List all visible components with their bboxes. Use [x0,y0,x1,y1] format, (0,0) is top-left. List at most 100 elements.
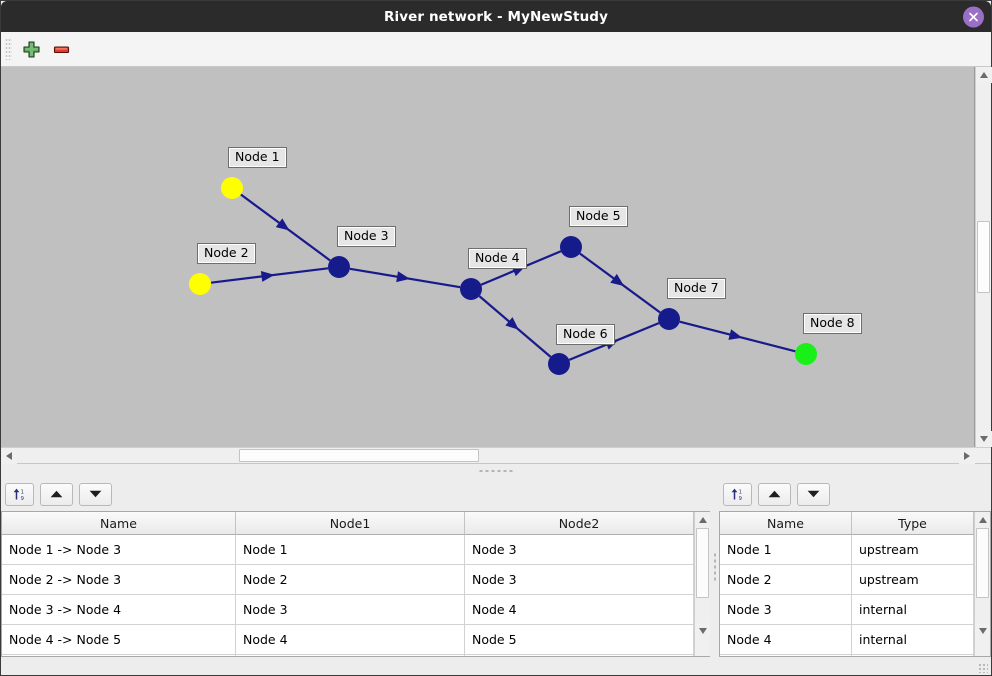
branch-move-down-button[interactable] [79,482,112,506]
node-move-up-button[interactable] [758,482,791,506]
node-label-node7[interactable]: Node 7 [667,278,726,299]
node-vertical-scrollbar[interactable] [974,512,990,656]
add-node-button[interactable] [16,34,46,64]
vertical-scroll-thumb[interactable] [977,221,990,293]
branch-vertical-scrollbar[interactable] [694,512,710,656]
branch-scroll-down-icon[interactable] [695,623,710,639]
graph-node-node4[interactable] [460,278,482,300]
node-label-node4[interactable]: Node 4 [468,248,527,269]
branch-table-cell[interactable]: Node 2 -> Node 3 [2,565,236,595]
node-scroll-track[interactable] [975,528,990,623]
branch-scroll-thumb[interactable] [696,528,709,598]
node-table-cell[interactable]: Node 2 [720,565,852,595]
main-toolbar [1,32,991,67]
branch-table-cell[interactable]: Node 3 -> Node 4 [2,595,236,625]
branch-column-header[interactable]: Node1 [236,512,465,535]
node-table-cell-empty[interactable] [720,655,852,656]
branch-table-cell[interactable]: Node 4 [236,625,465,655]
branch-table-cell[interactable]: Node 2 [236,565,465,595]
node-label-node8[interactable]: Node 8 [803,313,862,334]
remove-node-button[interactable] [46,34,76,64]
branch-table-cell[interactable]: Node 3 [465,565,694,595]
node-label-node6[interactable]: Node 6 [556,324,615,345]
branch-table-row-empty[interactable] [2,655,694,656]
graph-node-node6[interactable] [548,353,570,375]
branch-table-cell-empty[interactable] [465,655,694,656]
branch-move-up-button[interactable] [40,482,73,506]
horizontal-scroll-track[interactable] [17,448,959,463]
graph-node-node5[interactable] [560,236,582,258]
node-table-cell[interactable]: internal [852,595,974,625]
vertical-scroll-track[interactable] [976,83,991,431]
node-table-row-empty[interactable] [720,655,974,656]
node-table-cell[interactable]: Node 4 [720,625,852,655]
canvas-vertical-scrollbar[interactable] [975,67,992,447]
scroll-down-icon[interactable] [976,431,992,447]
horizontal-scroll-thumb[interactable] [239,449,479,462]
node-label-node2[interactable]: Node 2 [197,243,256,264]
vertical-splitter[interactable] [710,477,719,657]
graph-node-node2[interactable] [189,273,211,295]
branch-table-cell[interactable]: Node 4 -> Node 5 [2,625,236,655]
node-column-header[interactable]: Name [720,512,852,535]
node-sort-button[interactable]: 1 9 [723,482,752,506]
branch-column-header[interactable]: Name [2,512,236,535]
node-scroll-thumb[interactable] [976,528,989,598]
close-icon[interactable] [963,6,984,27]
node-label-node1[interactable]: Node 1 [228,147,287,168]
node-label-node3[interactable]: Node 3 [337,226,396,247]
network-canvas[interactable]: Node 1 Node 2 Node 3 Node 4 Node 5 Node 6 Node… [1,67,975,447]
horizontal-splitter[interactable] [1,463,991,477]
node-column-header[interactable]: Type [852,512,974,535]
node-scroll-up-icon[interactable] [975,512,990,528]
branch-scroll-up-icon[interactable] [695,512,710,528]
toolbar-drag-handle[interactable] [5,38,12,60]
branch-table-cell-empty[interactable] [2,655,236,656]
scroll-up-icon[interactable] [976,67,992,83]
resize-grip-icon[interactable] [978,663,988,673]
edge-arrow-icon [505,317,519,330]
svg-text:9: 9 [739,495,742,501]
canvas-horizontal-scrollbar[interactable] [1,447,991,464]
node-move-down-button[interactable] [797,482,830,506]
branch-table-cell[interactable]: Node 4 [465,595,694,625]
graph-node-node7[interactable] [658,308,680,330]
node-table-cell[interactable]: internal [852,625,974,655]
node-scroll-down-icon[interactable] [975,623,990,639]
graph-node-node8[interactable] [795,343,817,365]
branch-table-cell[interactable]: Node 3 [465,535,694,565]
svg-text:1: 1 [21,489,24,495]
graph-node-node3[interactable] [328,256,350,278]
node-table-cell-empty[interactable] [852,655,974,656]
branch-table-cell[interactable]: Node 5 [465,625,694,655]
branch-table-cell[interactable]: Node 1 [236,535,465,565]
branch-table-cell-empty[interactable] [236,655,465,656]
node-table-cell[interactable]: Node 1 [720,535,852,565]
branch-sort-button[interactable]: 1 9 [5,482,34,506]
scroll-right-icon[interactable] [959,448,975,464]
scroll-left-icon[interactable] [1,448,17,464]
graph-node-node1[interactable] [221,177,243,199]
branch-table-cell[interactable]: Node 1 -> Node 3 [2,535,236,565]
branch-column-header[interactable]: Node2 [465,512,694,535]
node-table-cell[interactable]: Node 3 [720,595,852,625]
node-table-cell[interactable]: upstream [852,535,974,565]
node-label-node5[interactable]: Node 5 [569,206,628,227]
branch-scroll-track[interactable] [695,528,710,623]
branch-table-cell[interactable]: Node 3 [236,595,465,625]
node-table-cell[interactable]: upstream [852,565,974,595]
